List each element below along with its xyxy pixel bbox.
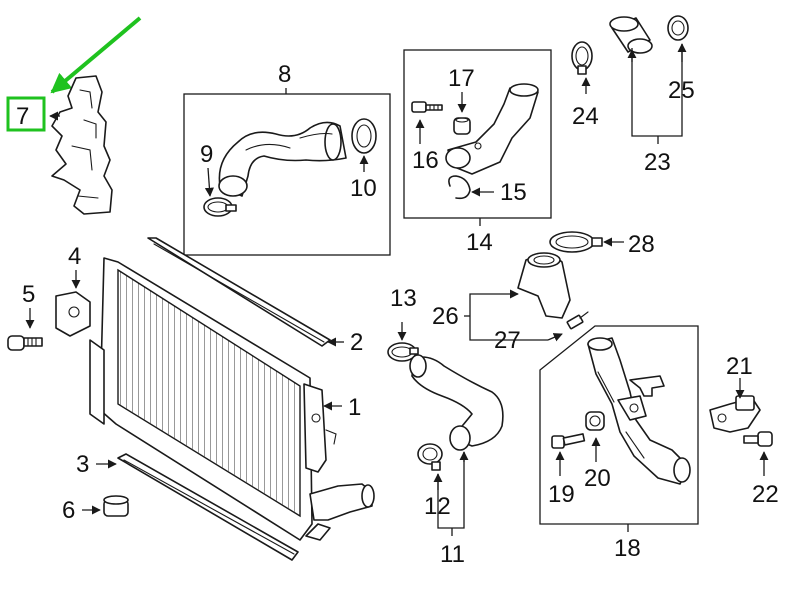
part-8-hose [218, 121, 347, 197]
callout-5: 5 [22, 281, 35, 308]
part-26-elbow [517, 252, 571, 319]
part-1-intercooler [89, 257, 375, 541]
part-5-bolt [7, 335, 43, 351]
part-11-hose [409, 354, 504, 451]
callout-19: 19 [548, 481, 575, 508]
part-15-ring [448, 175, 471, 200]
callout-14: 14 [466, 229, 493, 256]
part-4-bracket [55, 291, 91, 337]
highlight-arrow [50, 16, 142, 94]
callout-25: 25 [668, 77, 695, 104]
callout-17: 17 [448, 65, 475, 92]
part-24-clamp [571, 41, 593, 75]
callout-16: 16 [412, 147, 439, 174]
callout-12: 12 [424, 493, 451, 520]
part-22-bolt [743, 431, 773, 447]
callout-11: 11 [440, 541, 465, 568]
callout-23: 23 [644, 149, 671, 176]
part-18-pipe [587, 337, 691, 485]
part-27-sensor [566, 311, 589, 330]
part-10-seal [351, 118, 377, 154]
part-23-hose [609, 16, 653, 54]
part-7-air-guide [51, 75, 113, 215]
part-9-clamp [203, 197, 237, 217]
part-12-clamp [417, 443, 443, 471]
callout-27: 27 [494, 327, 521, 354]
callout-2: 2 [350, 329, 363, 356]
part-20-grommet [585, 411, 605, 431]
part-14-pipe [445, 83, 539, 175]
part-19-bolt [551, 433, 586, 449]
part-18-box [539, 325, 699, 525]
callout-24: 24 [572, 103, 599, 130]
callout-28: 28 [628, 231, 655, 258]
highlight-box [6, 96, 46, 132]
callout-26: 26 [432, 303, 459, 330]
callout-18: 18 [614, 535, 641, 562]
callout-6: 6 [62, 497, 75, 524]
callout-22: 22 [752, 481, 779, 508]
callout-9: 9 [200, 141, 213, 168]
part-21-sensor [709, 395, 761, 433]
callout-13: 13 [390, 285, 417, 312]
callout-3: 3 [76, 451, 89, 478]
part-3-seal-strip [117, 453, 299, 561]
part-28-clamp [549, 231, 603, 253]
part-6-grommet [103, 495, 129, 517]
callout-10: 10 [350, 175, 377, 202]
callout-21: 21 [726, 353, 753, 380]
part-13-clamp [387, 342, 419, 362]
part-25-seal [667, 15, 689, 41]
part-16-bolt [411, 101, 443, 113]
part-14-box [403, 49, 552, 219]
callout-20: 20 [584, 465, 611, 492]
callout-7: 7 [16, 103, 29, 130]
part-8-box [183, 93, 391, 256]
callout-15: 15 [500, 179, 527, 206]
callout-1: 1 [348, 394, 361, 421]
part-17-grommet [453, 117, 471, 135]
callout-4: 4 [68, 243, 81, 270]
callout-8: 8 [278, 61, 291, 88]
